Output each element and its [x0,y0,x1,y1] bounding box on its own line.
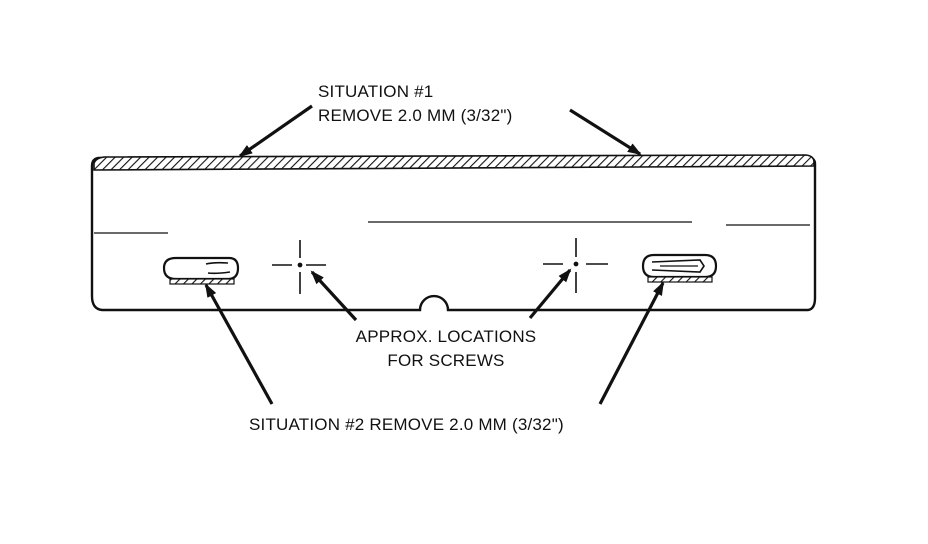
right-slot [641,253,718,283]
situation2-arrows [204,281,665,405]
screw-left-arrow [310,270,358,322]
right-screw-location-mark [543,238,608,293]
screw-right-arrow [528,268,572,320]
left-screw-location-mark [272,240,326,294]
screw-arrows [310,268,572,322]
screws-label-line1: APPROX. LOCATIONS [356,327,537,346]
situation1-left-arrow [238,104,313,158]
screws-label-line2: FOR SCREWS [387,351,504,370]
situation2-right-arrow [598,281,665,405]
top-edge-hatch [93,154,815,171]
situation1-line2: REMOVE 2.0 MM (3/32") [318,106,512,125]
situation1-right-arrow [569,108,642,156]
situation1-line1: SITUATION #1 [318,82,433,101]
situation2-label: SITUATION #2 REMOVE 2.0 MM (3/32") [249,415,564,434]
situation1-arrows [238,104,642,158]
bumper-body [90,154,817,312]
situation2-left-arrow [204,283,274,405]
left-slot [162,256,240,285]
